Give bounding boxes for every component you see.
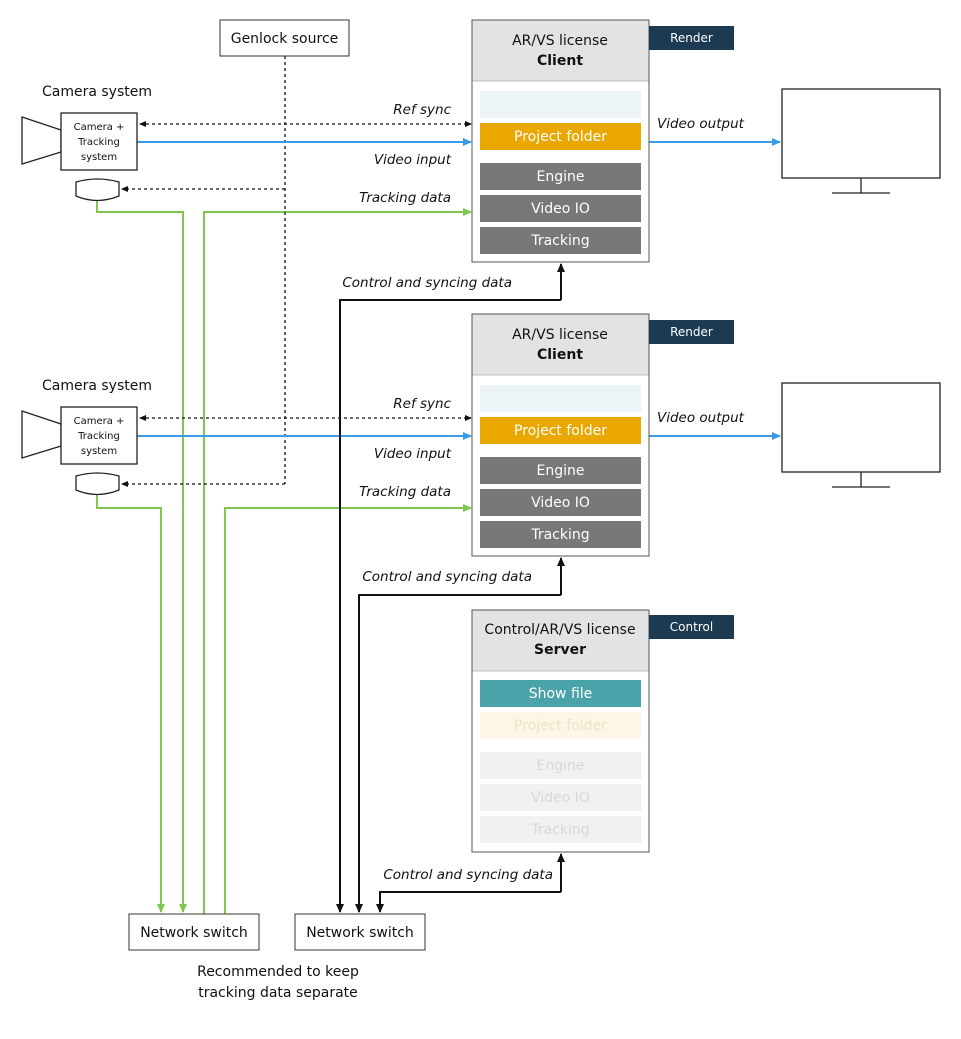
tracking-block <box>480 521 641 548</box>
tracking-data-label-1: Tracking data <box>359 190 451 206</box>
camera-lens-icon <box>21 116 62 165</box>
monitor-icon-1 <box>781 88 941 194</box>
video-io-label: Video IO <box>531 495 590 511</box>
empty-band <box>480 385 641 412</box>
camera-system-2: Camera system Camera + Tracking system <box>21 378 152 496</box>
client-role: Client <box>537 53 583 69</box>
client-box-2: AR/VS license Client Project folder Engi… <box>471 313 650 557</box>
control-label-2: Control and syncing data <box>362 569 532 585</box>
video-io-block <box>480 489 641 516</box>
camera-system-1: Camera system Camera + Tracking system <box>21 84 152 202</box>
client-role: Client <box>537 347 583 363</box>
camera-body <box>60 406 138 465</box>
note-line: Recommended to keep <box>197 964 359 980</box>
camera-body <box>60 112 138 171</box>
video-output-label-1: Video output <box>657 116 745 132</box>
project-folder-label: Project folder <box>514 423 607 439</box>
genlock-source: Genlock source <box>219 19 350 57</box>
engine-label: Engine <box>537 169 585 185</box>
control-tag-label: Control <box>670 620 713 634</box>
render-tag-2: Render <box>649 320 734 344</box>
tracking-label: Tracking <box>530 527 589 543</box>
genlock-sync-lines <box>121 56 472 487</box>
camera-body-line: Camera + <box>74 416 125 427</box>
camera-lens-icon <box>21 410 62 459</box>
show-file-block <box>480 680 641 707</box>
video-io-label: Video IO <box>531 201 590 217</box>
network-switch-1: Network switch <box>128 913 260 951</box>
render-tag-label: Render <box>670 325 713 339</box>
engine-label: Engine <box>537 463 585 479</box>
engine-block-faded <box>480 752 641 779</box>
video-io-block-faded <box>480 784 641 811</box>
video-lines <box>137 138 781 440</box>
network-switch-label: Network switch <box>306 925 414 941</box>
tracking-data-label-2: Tracking data <box>359 484 451 500</box>
control-sync-lines <box>336 263 565 913</box>
genlock-source-label: Genlock source <box>231 31 339 47</box>
ref-sync-label-1: Ref sync <box>393 102 451 118</box>
video-input-label-1: Video input <box>374 152 452 168</box>
video-input-label-2: Video input <box>374 446 452 462</box>
render-tag-1: Render <box>649 26 734 50</box>
project-folder-block <box>480 123 641 150</box>
camera-body-line: Tracking <box>77 431 120 442</box>
tracking-sensor-icon <box>75 178 120 202</box>
project-folder-label: Project folder <box>514 129 607 145</box>
show-file-label: Show file <box>529 686 593 702</box>
engine-block <box>480 163 641 190</box>
project-folder-label: Project folder <box>514 718 607 734</box>
camera-system-title: Camera system <box>42 84 152 100</box>
ref-sync-label-2: Ref sync <box>393 396 451 412</box>
control-label-3: Control and syncing data <box>383 867 553 883</box>
camera-body-line: Tracking <box>77 137 120 148</box>
empty-band <box>480 91 641 118</box>
render-tag-label: Render <box>670 31 713 45</box>
tracking-block <box>480 227 641 254</box>
tracking-block-faded <box>480 816 641 843</box>
control-label-1: Control and syncing data <box>342 275 512 291</box>
tracking-label: Tracking <box>530 822 589 838</box>
project-folder-block-faded <box>480 712 641 739</box>
video-io-block <box>480 195 641 222</box>
server-role: Server <box>534 642 586 658</box>
camera-system-title: Camera system <box>42 378 152 394</box>
camera-body-line: system <box>81 152 117 163</box>
client-license: AR/VS license <box>512 33 608 49</box>
network-switch-label: Network switch <box>140 925 248 941</box>
note-line: tracking data separate <box>198 985 358 1001</box>
server-license: Control/AR/VS license <box>484 622 635 638</box>
engine-label: Engine <box>537 758 585 774</box>
network-switch-2: Network switch <box>294 913 426 951</box>
server-box: Control/AR/VS license Server Show file P… <box>471 609 650 853</box>
control-tag: Control <box>649 615 734 639</box>
video-io-label: Video IO <box>531 790 590 806</box>
tracking-label: Tracking <box>530 233 589 249</box>
tracking-network-lines <box>96 200 472 914</box>
recommendation-note: Recommended to keep tracking data separa… <box>197 964 359 1001</box>
flow-labels: Ref sync Video input Tracking data Video… <box>342 102 744 883</box>
camera-body-line: Camera + <box>74 122 125 133</box>
engine-block <box>480 457 641 484</box>
tracking-sensor-icon <box>75 472 120 496</box>
client-license: AR/VS license <box>512 327 608 343</box>
client-box-1: AR/VS license Client Project folder Engi… <box>471 19 650 263</box>
camera-body-line: system <box>81 446 117 457</box>
video-output-label-2: Video output <box>657 410 745 426</box>
project-folder-block <box>480 417 641 444</box>
monitor-icon-2 <box>781 382 941 488</box>
